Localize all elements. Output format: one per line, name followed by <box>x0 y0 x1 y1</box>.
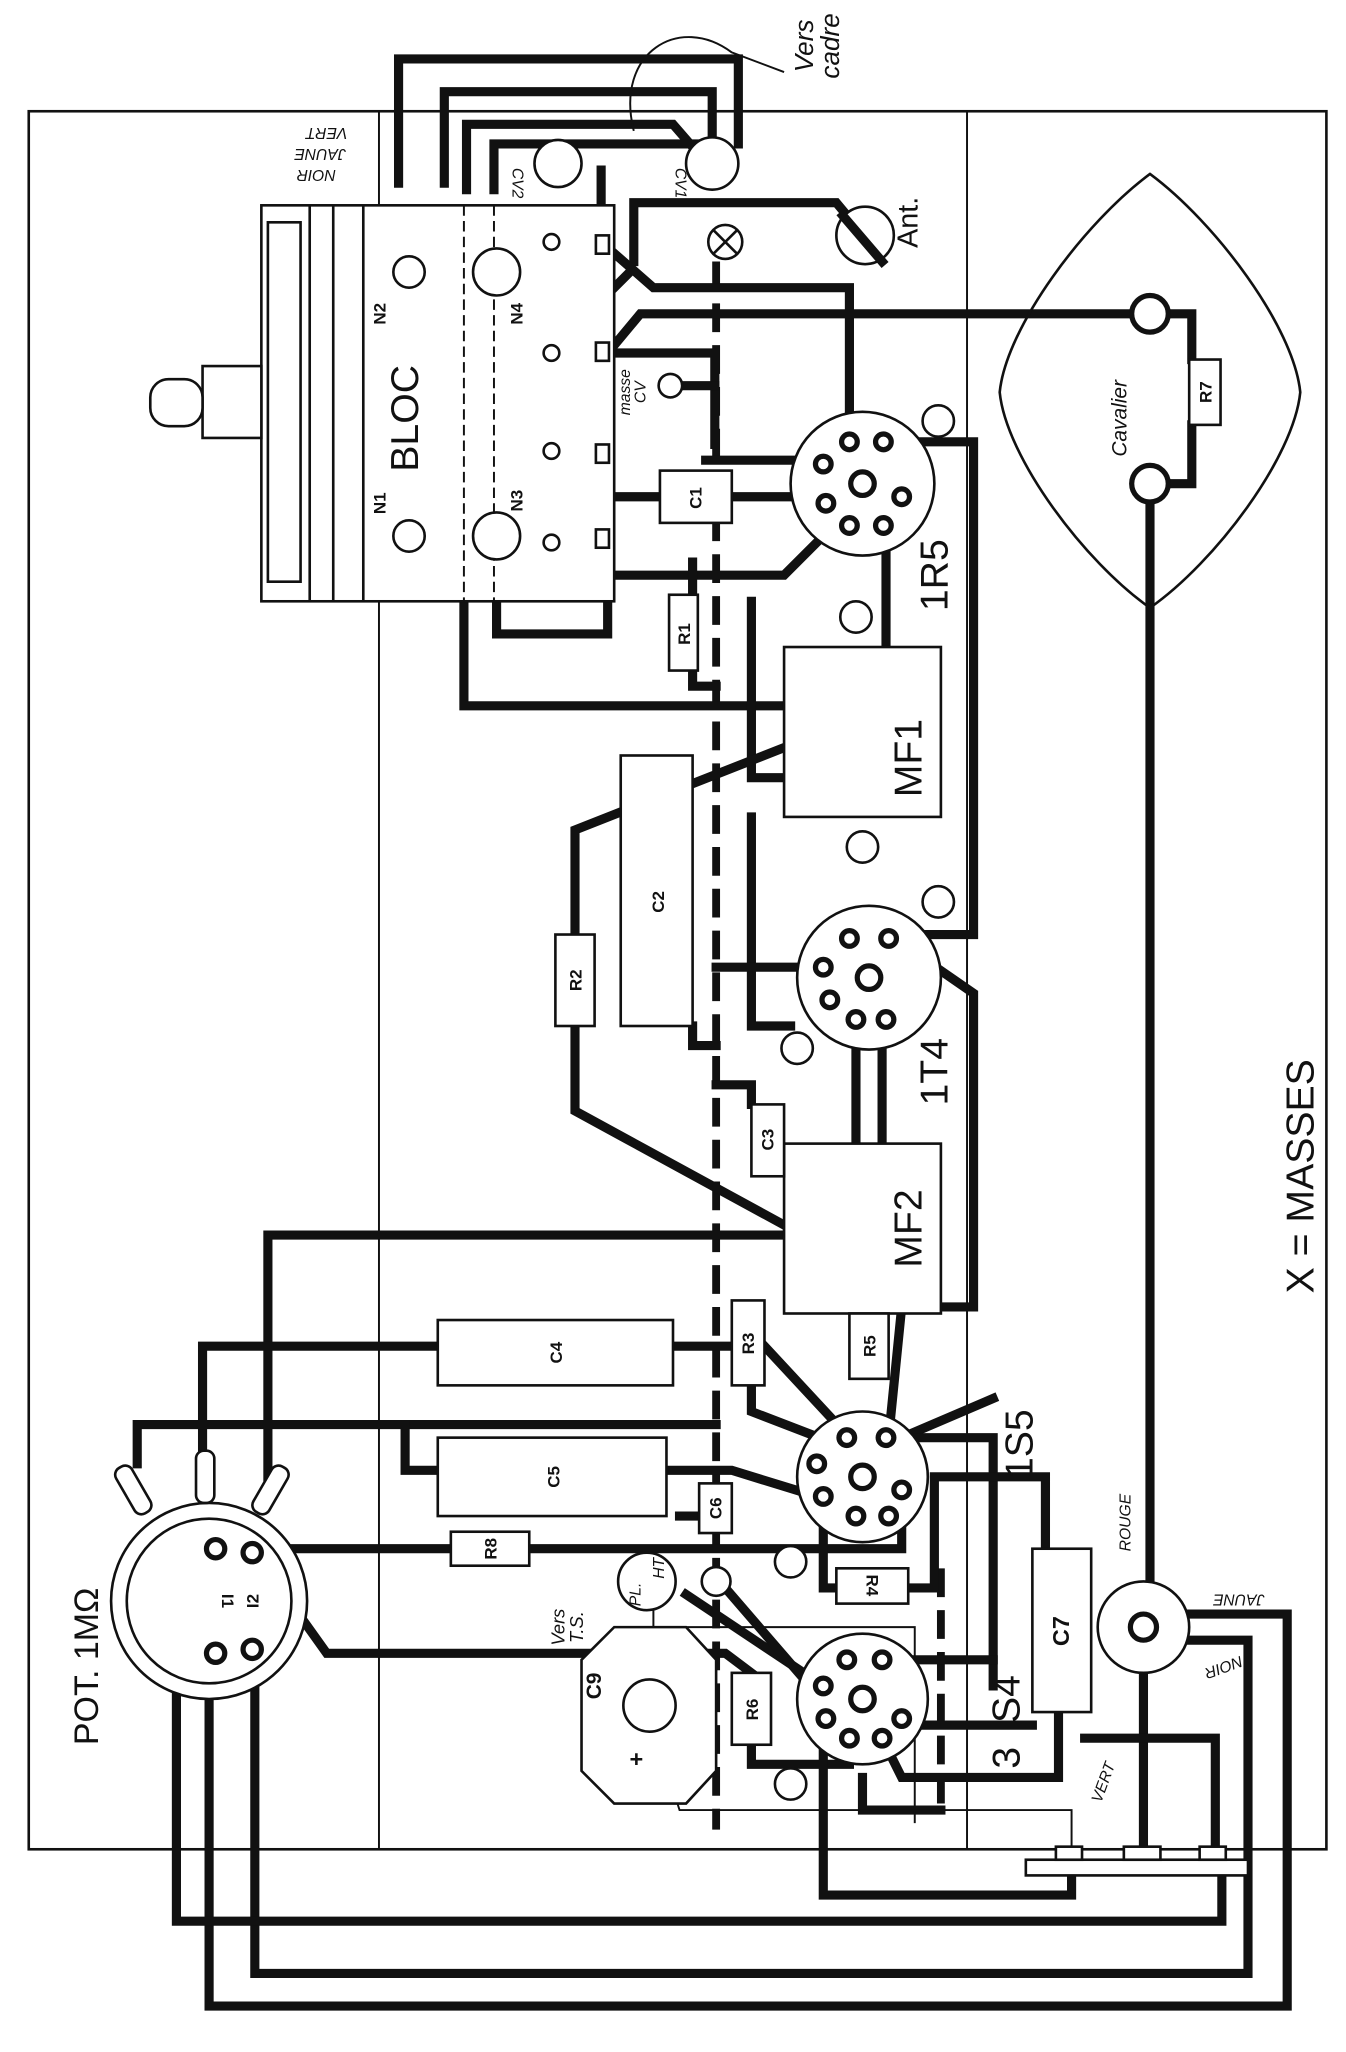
c2-label: C2 <box>649 891 668 913</box>
mf1-transformer <box>782 645 943 819</box>
r3-label: R3 <box>739 1333 758 1355</box>
labels: BLOC N1 N2 N3 N4 masse CV Vers cadre VER… <box>68 13 1322 1805</box>
c3-label: C3 <box>759 1129 778 1151</box>
tube-1t4-label: 1T4 <box>913 1038 956 1106</box>
c4-label: C4 <box>547 1341 566 1363</box>
r2-label: R2 <box>567 969 586 991</box>
pot-label: POT. 1MΩ <box>68 1588 106 1746</box>
pl-label: PL. <box>627 1583 644 1607</box>
tube-1s5-label: 1S5 <box>998 1409 1041 1479</box>
mf2-transformer <box>782 1142 943 1315</box>
tuning-capacitors <box>533 136 896 399</box>
masse-cv-label-2: CV <box>633 380 650 403</box>
n2-label: N2 <box>371 303 390 325</box>
cavalier-outline <box>998 172 1302 610</box>
jaune-wire-label: JAUNE <box>294 145 347 162</box>
c9-plus-label: + <box>630 1746 644 1772</box>
cavalier-label: Cavalier <box>1108 379 1131 457</box>
vers-ts-label: Vers <box>548 1609 569 1646</box>
r4-label: R4 <box>862 1574 881 1596</box>
bloc-label: BLOC <box>384 365 427 472</box>
c1-label: C1 <box>687 487 706 509</box>
mf1-label: MF1 <box>887 719 930 797</box>
cv1-label: CV1 <box>672 168 689 199</box>
ht-label: HT <box>651 1556 668 1578</box>
rouge-label: ROUGE <box>1117 1493 1134 1551</box>
noir-battery-label: NOIR <box>1202 1652 1245 1681</box>
vert-wire-label: VERT <box>305 124 348 141</box>
jaune-battery-label: JAUNE <box>1213 1590 1266 1607</box>
n1-label: N1 <box>371 492 390 514</box>
masses-legend: X = MASSES <box>1279 1059 1322 1293</box>
volume-potentiometer <box>109 1449 309 1701</box>
antenna-label: Ant. <box>892 197 924 248</box>
r8-label: R8 <box>482 1538 501 1560</box>
tube-3s4-label-3: 3 <box>985 1747 1028 1769</box>
pot-i2-label: I2 <box>244 1594 263 1608</box>
vers-cadre-label: Vers <box>789 20 819 73</box>
r6-label: R6 <box>743 1699 762 1721</box>
mf2-label: MF2 <box>887 1189 930 1267</box>
battery-terminal-strip <box>1024 1858 1250 1877</box>
vert-battery-label: VERT <box>1089 1759 1120 1805</box>
tube-1r5-label: 1R5 <box>913 539 956 611</box>
c7-label: C7 <box>1048 1616 1074 1646</box>
pot-i1-label: I1 <box>218 1594 237 1608</box>
r7-resistor <box>1187 358 1222 427</box>
cv2-label: CV2 <box>508 168 525 199</box>
n3-label: N3 <box>508 490 527 512</box>
noir-wire-label: NOIR <box>297 166 336 183</box>
frame-loop <box>629 36 785 132</box>
c6-label: C6 <box>706 1497 725 1519</box>
n4-label: N4 <box>508 302 527 324</box>
c5-label: C5 <box>544 1466 563 1488</box>
passive-components <box>436 469 1093 1747</box>
bloc-coil-unit <box>148 204 616 603</box>
r1-label: R1 <box>675 623 694 645</box>
r7-label: R7 <box>1196 381 1215 403</box>
masse-cv-label: masse <box>617 369 634 415</box>
tube-sockets <box>773 403 956 1801</box>
ts-label: T.S. <box>566 1611 587 1643</box>
r5-label: R5 <box>861 1335 880 1357</box>
vers-cadre-label-2: cadre <box>815 13 845 78</box>
c9-label: C9 <box>583 1673 606 1700</box>
tube-3s4-label-s4: S4 <box>985 1675 1028 1723</box>
